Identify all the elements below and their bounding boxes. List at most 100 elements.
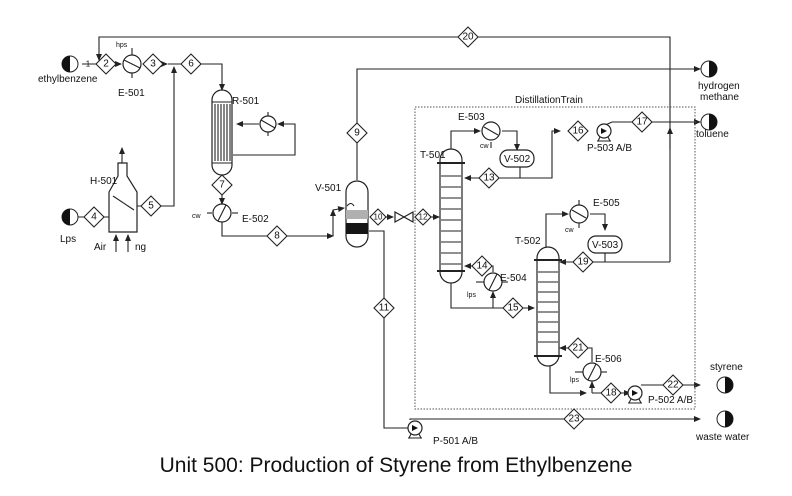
lps-feed-label: Lps xyxy=(60,234,76,245)
cw-label-e502: cw xyxy=(192,213,202,220)
lps-label-e506: lps xyxy=(570,377,579,384)
stream-tag-18[interactable]: 18 xyxy=(600,382,622,404)
stream-tag-17[interactable]: 17 xyxy=(631,111,653,133)
cw-label-e505: cw xyxy=(565,227,575,234)
toluene-terminal[interactable] xyxy=(700,113,718,131)
t501-label: T-501 xyxy=(420,150,446,161)
pipe-stream-20 xyxy=(96,36,671,150)
t501-column[interactable] xyxy=(437,148,465,284)
stream-number: 17 xyxy=(636,117,648,128)
control-valve[interactable] xyxy=(394,210,414,224)
stream-number: 18 xyxy=(605,388,617,399)
stream-tag-6[interactable]: 6 xyxy=(180,53,202,75)
e503-condenser[interactable] xyxy=(481,121,501,148)
stream-tag-7[interactable]: 7 xyxy=(211,174,233,196)
lps-feed-terminal[interactable] xyxy=(61,208,79,226)
stream-tag-8[interactable]: 8 xyxy=(266,225,288,247)
v502-label: V-502 xyxy=(504,154,531,165)
e505-label: E-505 xyxy=(593,198,620,209)
p501-label: P-501 A/B xyxy=(433,436,478,447)
ethylbenzene-label: ethylbenzene xyxy=(38,74,98,85)
e505-condenser[interactable] xyxy=(569,200,589,228)
stream-tag-15[interactable]: 15 xyxy=(502,297,524,319)
pipe-stream-8 xyxy=(221,222,334,239)
diagram-title: Unit 500: Production of Styrene from Eth… xyxy=(160,454,633,477)
stream-tag-21[interactable]: 21 xyxy=(567,337,589,359)
e503-label: E-503 xyxy=(458,112,485,123)
e506-reboiler[interactable] xyxy=(575,362,607,382)
stream-tag-4[interactable]: 4 xyxy=(83,206,105,228)
h501-label: H-501 xyxy=(90,176,118,187)
stream-number: 7 xyxy=(219,180,225,191)
p501-pump[interactable] xyxy=(407,420,423,439)
v503-reflux-drum[interactable] xyxy=(587,235,623,254)
waste-water-label: waste water xyxy=(695,432,750,443)
stream-tag-23[interactable]: 23 xyxy=(563,408,585,430)
stream-tag-22[interactable]: 22 xyxy=(662,374,684,396)
piping xyxy=(78,36,701,429)
stream-number: 10 xyxy=(374,213,383,222)
stream-number: 11 xyxy=(379,303,390,314)
pipe-stream-16 xyxy=(520,128,561,179)
v502-reflux-drum[interactable] xyxy=(499,149,535,168)
hps-label: hps xyxy=(116,42,128,49)
toluene-label: toluene xyxy=(696,129,729,140)
h501-fired-heater[interactable] xyxy=(108,162,138,233)
pipe-reactor-loop-out xyxy=(233,121,296,156)
stream-tag-14[interactable]: 14 xyxy=(471,255,493,277)
hydrogen-methane-terminal[interactable] xyxy=(700,60,718,78)
stream-tag-9[interactable]: 9 xyxy=(346,122,368,144)
pipe-stream-23 xyxy=(409,416,701,422)
styrene-label: styrene xyxy=(710,362,743,373)
stream-tag-12[interactable]: 12 xyxy=(414,208,432,226)
stream-tag-3[interactable]: 3 xyxy=(142,53,164,75)
r501-label: R-501 xyxy=(232,96,260,107)
reactor-loop-exchanger[interactable] xyxy=(259,112,277,136)
stream-number: 12 xyxy=(419,213,428,222)
styrene-terminal[interactable] xyxy=(716,376,734,394)
stream-tag-2[interactable]: 2 xyxy=(95,53,117,75)
cw-label-e503: cw xyxy=(480,143,490,150)
p502-pump[interactable] xyxy=(627,385,643,404)
hydrogen-label: hydrogen xyxy=(698,81,740,92)
stream-tag-11[interactable]: 11 xyxy=(373,297,395,319)
stream-number: 2 xyxy=(103,59,109,70)
p503-label: P-503 A/B xyxy=(587,143,632,154)
stream-number: 6 xyxy=(188,59,194,70)
e501-heat-exchanger[interactable] xyxy=(122,48,142,78)
stream-number: 3 xyxy=(150,59,156,70)
stream-number: 8 xyxy=(274,231,280,242)
stream-number: 5 xyxy=(148,201,154,212)
e502-cooler[interactable] xyxy=(207,203,238,223)
v501-label: V-501 xyxy=(315,183,342,194)
methane-label: methane xyxy=(700,92,739,103)
lps-label-e504: lps xyxy=(467,292,476,299)
e504-reboiler[interactable] xyxy=(476,272,508,292)
stream-number: 23 xyxy=(568,414,580,425)
stream-tag-1: 1 xyxy=(86,60,91,69)
stream-tag-5[interactable]: 5 xyxy=(140,195,162,217)
p502-label: P-502 A/B xyxy=(648,395,693,406)
e501-label: E-501 xyxy=(118,88,145,99)
stream-tag-16[interactable]: 16 xyxy=(567,120,589,142)
stream-tag-20[interactable]: 20 xyxy=(457,26,479,48)
e506-label: E-506 xyxy=(595,354,622,365)
pipe-stream-5 xyxy=(160,66,177,207)
stream-number: 9 xyxy=(354,128,360,139)
v501-separator[interactable] xyxy=(345,180,369,248)
t502-column[interactable] xyxy=(534,246,562,367)
stream-number: 21 xyxy=(572,343,584,354)
stream-tag-19[interactable]: 19 xyxy=(572,251,594,273)
stream-number: 19 xyxy=(577,257,589,268)
stream-tag-13[interactable]: 13 xyxy=(478,167,500,189)
waste-water-terminal[interactable] xyxy=(716,410,734,428)
p503-pump[interactable] xyxy=(596,123,612,142)
r501-reactor[interactable] xyxy=(211,89,233,176)
pipe-stream-11 xyxy=(369,230,408,429)
stream-number: 16 xyxy=(572,126,584,137)
stream-tag-10[interactable]: 10 xyxy=(369,208,387,226)
ng-label: ng xyxy=(135,242,146,253)
ethylbenzene-feed-terminal[interactable] xyxy=(61,55,79,73)
stream-number: 20 xyxy=(462,32,474,43)
